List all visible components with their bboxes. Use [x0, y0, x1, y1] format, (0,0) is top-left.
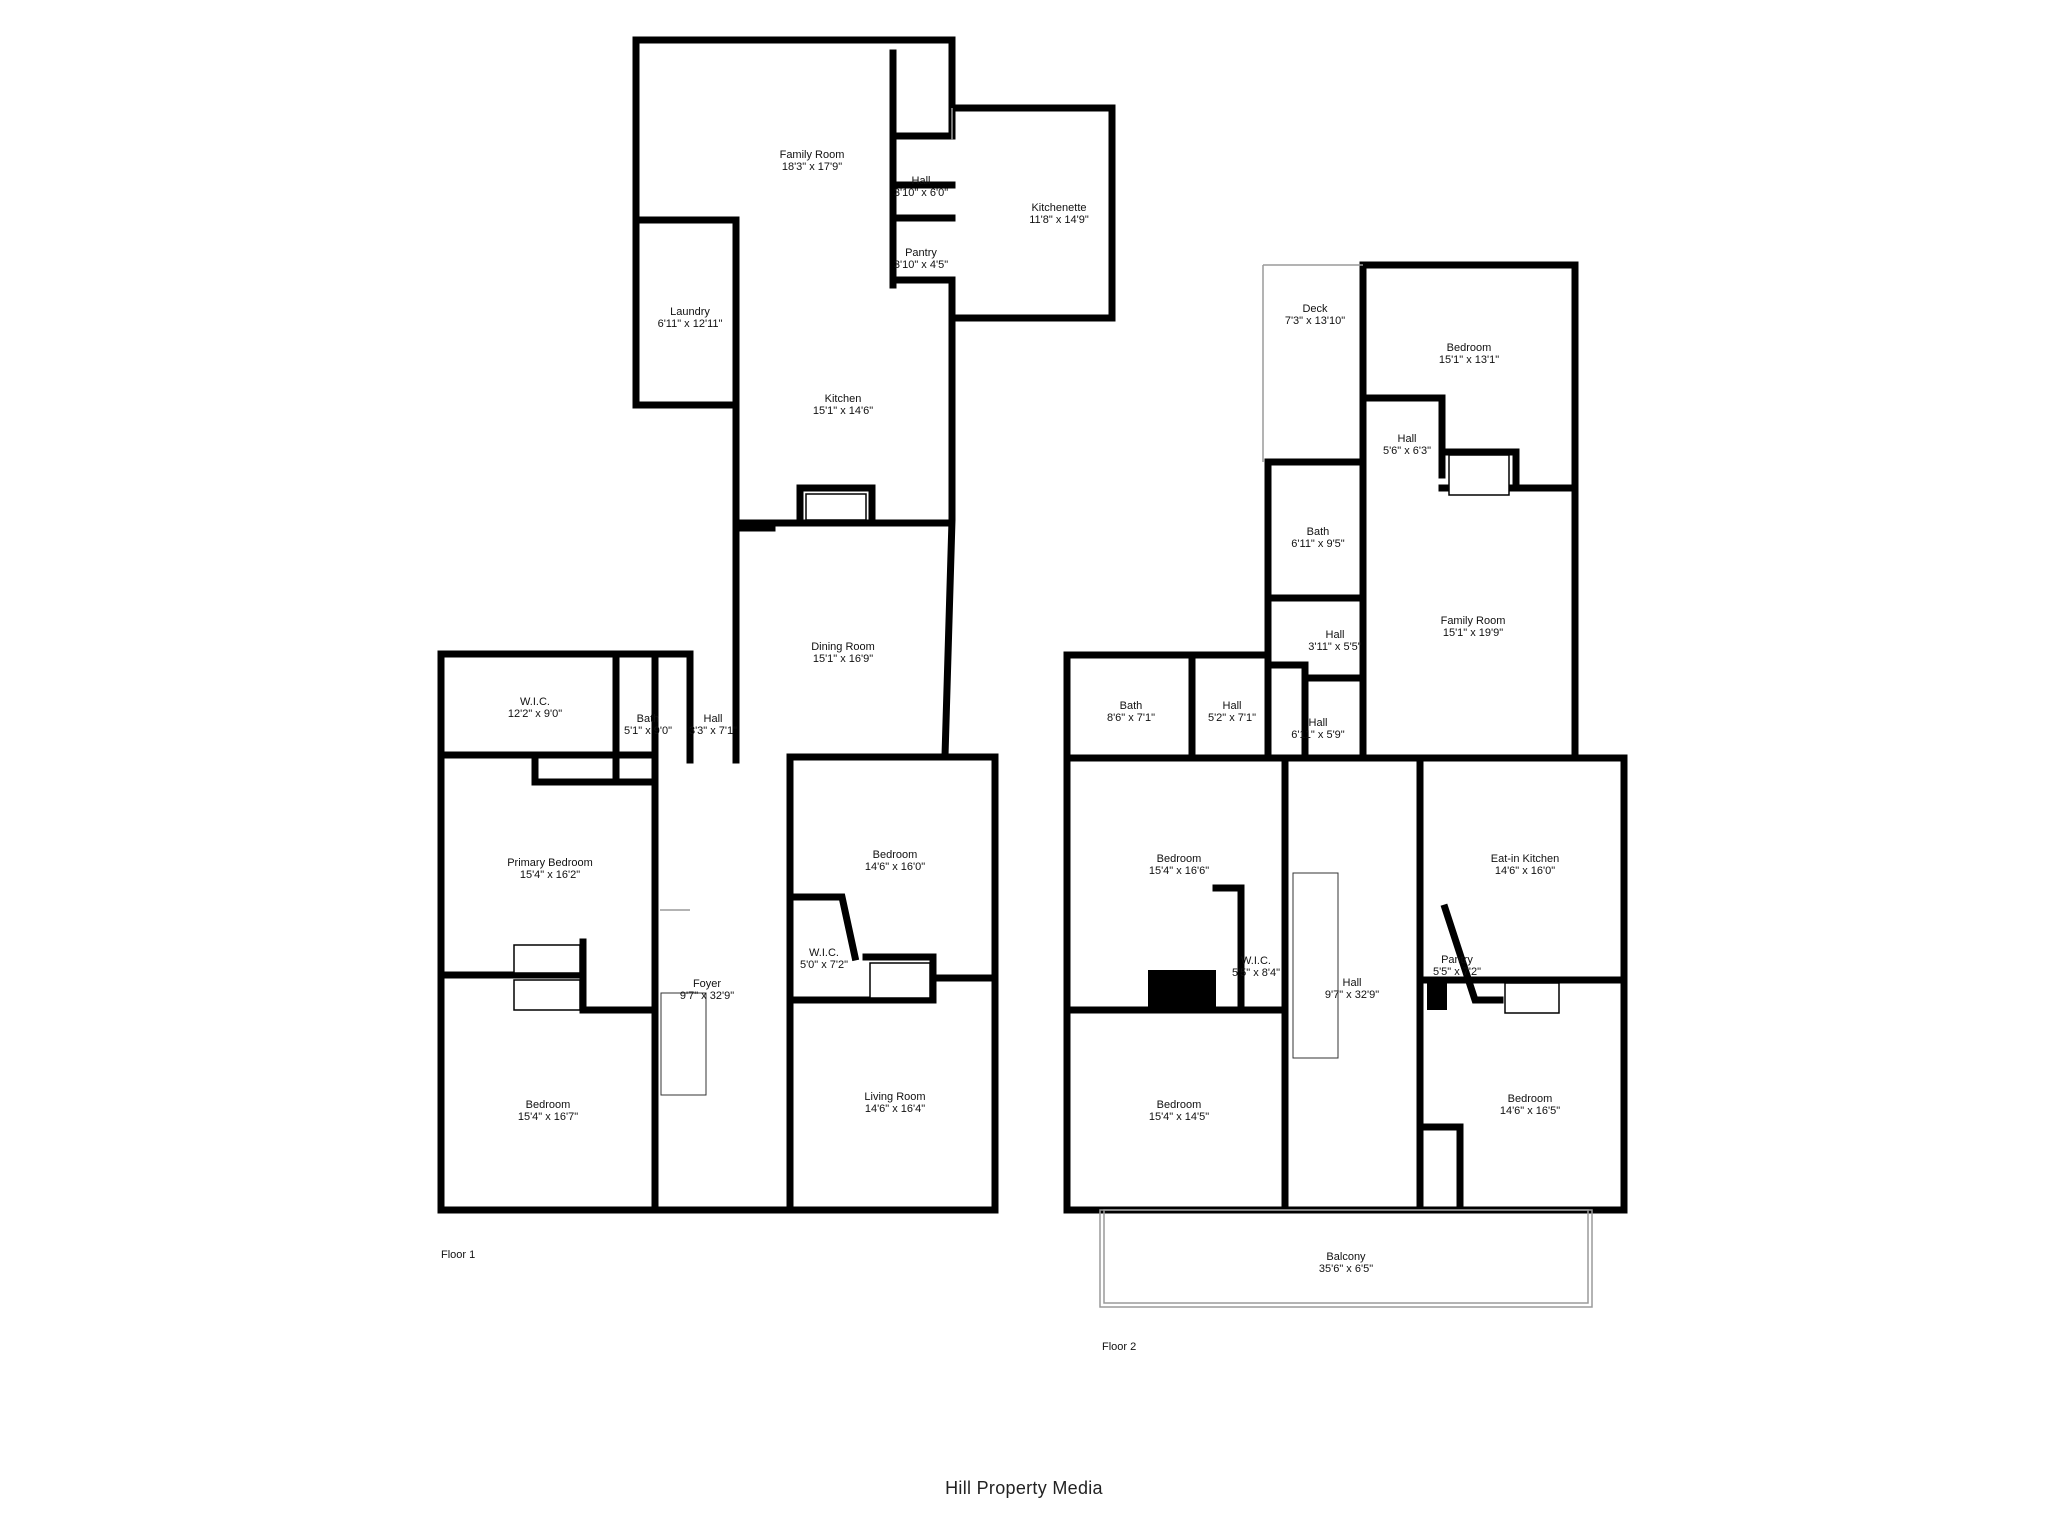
room-size: 7'3" x 13'10" [1285, 315, 1345, 327]
floor-2-label: Floor 2 [1102, 1341, 1136, 1353]
room-size: 18'3" x 17'9" [782, 161, 842, 173]
room-name: Pantry [1441, 954, 1473, 966]
room-size: 5'1" x 9'0" [624, 725, 672, 737]
room-name: Laundry [670, 306, 710, 318]
room-name: Bath [1307, 526, 1330, 538]
room-name: Bedroom [526, 1099, 571, 1111]
room-size: 14'6" x 16'0" [865, 861, 925, 873]
room-size: 35'6" x 6'5" [1319, 1263, 1373, 1275]
room-name: Hall [1398, 433, 1417, 445]
room-size: 14'6" x 16'5" [1500, 1105, 1560, 1117]
room-name: Balcony [1326, 1251, 1366, 1263]
room-size: 15'1" x 16'9" [813, 653, 873, 665]
room-size: 6'11" x 12'11" [658, 318, 723, 330]
room-size: 15'1" x 13'1" [1439, 354, 1499, 366]
room-size: 14'6" x 16'0" [1495, 865, 1555, 877]
room-name: Bath [637, 713, 660, 725]
room-name: Hall [1223, 700, 1242, 712]
floor-1-walls [437, 36, 1116, 1214]
room-size: 15'1" x 19'9" [1443, 627, 1503, 639]
room-size: 3'3" x 7'1" [689, 725, 737, 737]
room-name: Living Room [864, 1091, 925, 1103]
room-size: 9'7" x 32'9" [1325, 989, 1379, 1001]
solid-fixtures [1148, 970, 1447, 1010]
room-size: 11'8" x 14'9" [1029, 214, 1089, 226]
floor-2-walls [1063, 261, 1628, 1214]
brand-watermark: Hill Property Media [945, 1478, 1103, 1498]
room-size: 5'5" x 8'4" [1232, 967, 1280, 979]
room-size: 15'4" x 14'5" [1149, 1111, 1209, 1123]
room-size: 6'11" x 9'5" [1291, 538, 1344, 550]
room-size: 12'2" x 9'0" [508, 708, 562, 720]
room-name: Hall [912, 175, 931, 187]
room-name: Foyer [693, 978, 721, 990]
room-name: Bedroom [1447, 342, 1492, 354]
room-name: Bedroom [1508, 1093, 1553, 1105]
room-size: 6'11" x 5'9" [1291, 729, 1344, 741]
room-name: Bedroom [873, 849, 918, 861]
room-name: Family Room [780, 149, 845, 161]
room-name: Hall [1326, 629, 1345, 641]
fireplaces [513, 454, 1560, 1014]
room-name: Kitchenette [1031, 202, 1086, 214]
room-name: Hall [1343, 977, 1362, 989]
room-size: 5'0" x 7'2" [800, 959, 848, 971]
floor-1-label: Floor 1 [441, 1249, 475, 1261]
room-size: 3'10" x 4'5" [894, 259, 948, 271]
room-name: Primary Bedroom [507, 857, 593, 869]
room-size: 15'4" x 16'2" [520, 869, 580, 881]
room-name: Pantry [905, 247, 937, 259]
room-name: Family Room [1441, 615, 1506, 627]
room-name: Eat-in Kitchen [1491, 853, 1559, 865]
room-name: Bedroom [1157, 853, 1202, 865]
room-size: 9'7" x 32'9" [680, 990, 734, 1002]
room-name: W.I.C. [809, 947, 839, 959]
stairs [660, 872, 1339, 1096]
room-name: Kitchen [825, 393, 862, 405]
room-size: 15'4" x 16'6" [1149, 865, 1209, 877]
room-size: 3'10" x 6'0" [894, 187, 948, 199]
room-name: Dining Room [811, 641, 875, 653]
room-size: 5'5" x 7'2" [1433, 966, 1481, 978]
room-name: Hall [1309, 717, 1328, 729]
room-size: 5'2" x 7'1" [1208, 712, 1256, 724]
room-size: 5'6" x 6'3" [1383, 445, 1431, 457]
room-name: W.I.C. [520, 696, 550, 708]
room-size: 8'6" x 7'1" [1107, 712, 1155, 724]
room-size: 3'11" x 5'5" [1308, 641, 1361, 653]
room-name: Bath [1120, 700, 1143, 712]
room-size: 14'6" x 16'4" [865, 1103, 925, 1115]
room-name: Hall [704, 713, 723, 725]
room-name: Bedroom [1157, 1099, 1202, 1111]
room-size: 15'4" x 16'7" [518, 1111, 578, 1123]
room-name: Deck [1302, 303, 1328, 315]
room-size: 15'1" x 14'6" [813, 405, 873, 417]
room-name: W.I.C. [1241, 955, 1271, 967]
